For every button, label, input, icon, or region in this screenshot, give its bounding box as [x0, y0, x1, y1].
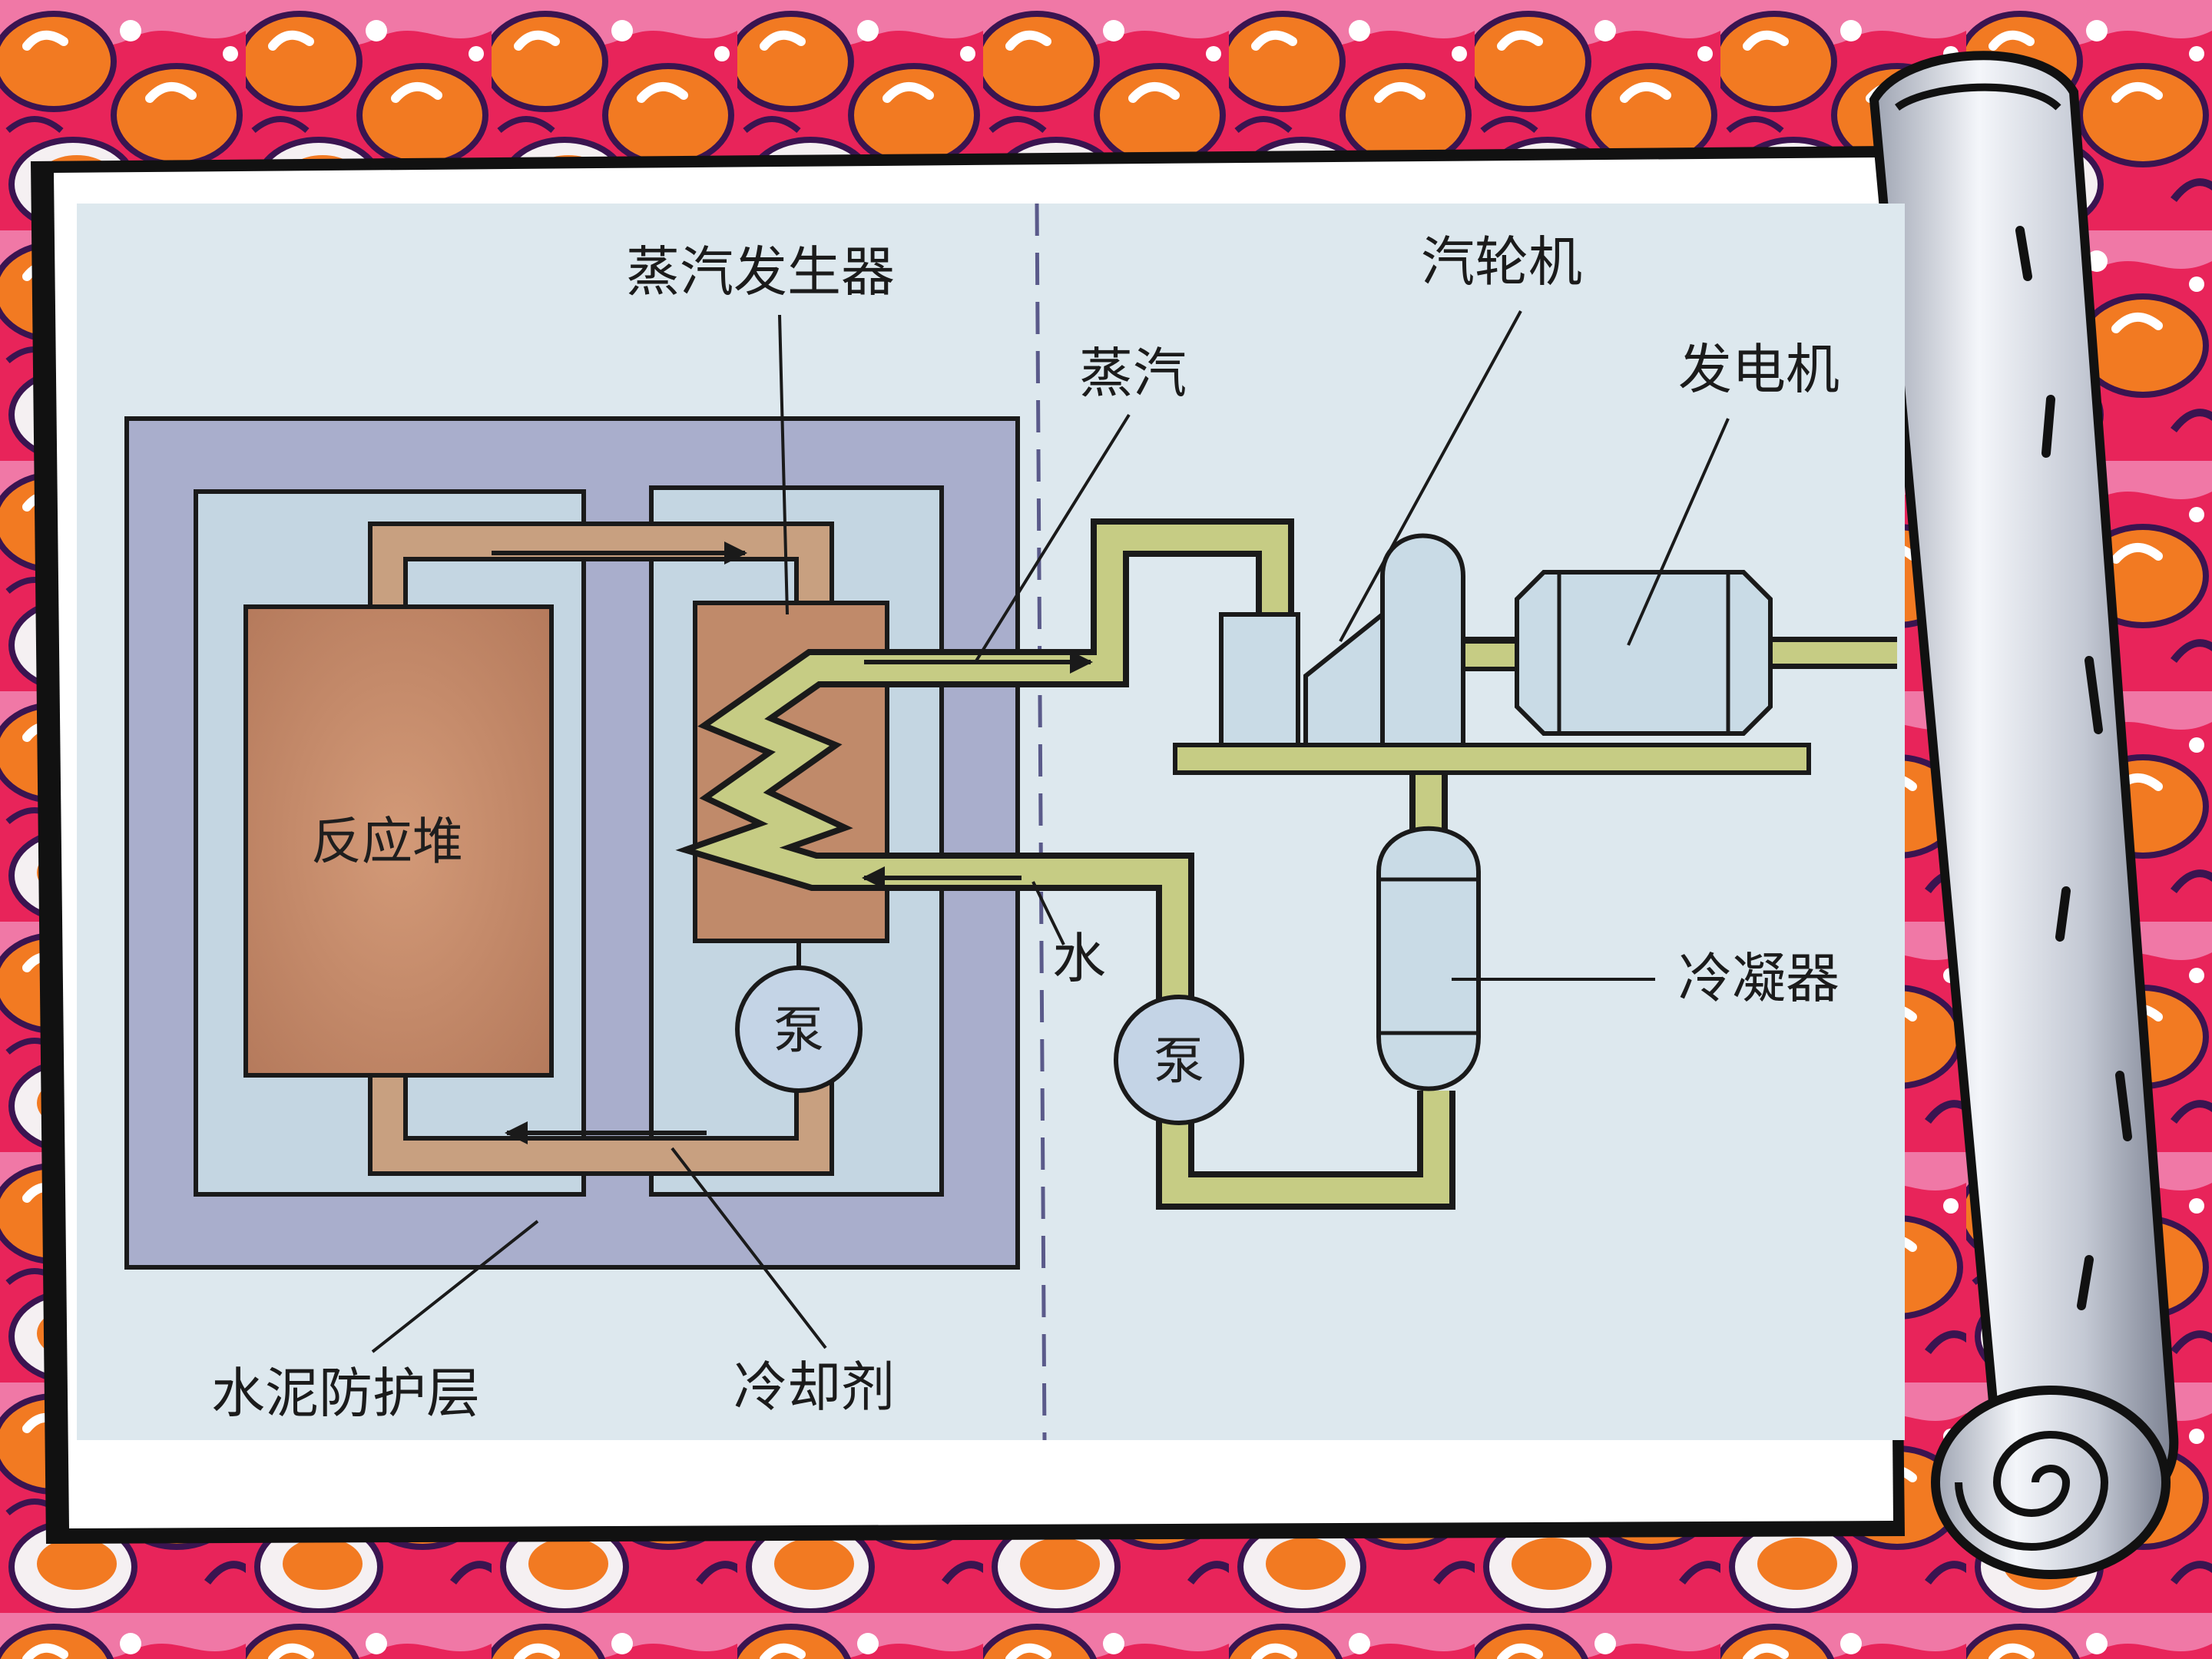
- turbine-inlet-housing: [1219, 612, 1300, 747]
- generator-body: [1515, 570, 1773, 736]
- secondary-pump: [1114, 995, 1244, 1125]
- turbine-casing: [1380, 533, 1465, 747]
- divider-line: [1035, 203, 1047, 1441]
- label-condenser: 冷凝器: [1678, 947, 1839, 1010]
- equipment-platform: [1173, 743, 1811, 775]
- primary-coolant-loop: [368, 522, 834, 1176]
- label-steam: 蒸汽: [1079, 342, 1187, 405]
- label-generator: 发电机: [1678, 338, 1839, 401]
- flow-arrows: [492, 541, 1093, 1144]
- scroll-roller: [1869, 51, 2179, 1579]
- reactor-core: [243, 604, 554, 1078]
- primary-pump: [735, 941, 863, 1093]
- label-reactor: 反应堆: [311, 812, 463, 871]
- label-concrete-shield: 水泥防护层: [211, 1362, 480, 1425]
- condenser: [1376, 826, 1481, 1091]
- label-turbine: 汽轮机: [1421, 230, 1582, 293]
- label-pump-secondary: 泵: [1154, 1031, 1204, 1091]
- label-water: 水: [1052, 927, 1106, 990]
- shaft-coupling: [1461, 639, 1519, 671]
- label-pump-primary: 泵: [773, 1001, 824, 1060]
- label-steam-generator: 蒸汽发生器: [626, 240, 895, 303]
- label-coolant: 冷却剂: [733, 1356, 895, 1419]
- leader-lines: [371, 310, 1730, 1353]
